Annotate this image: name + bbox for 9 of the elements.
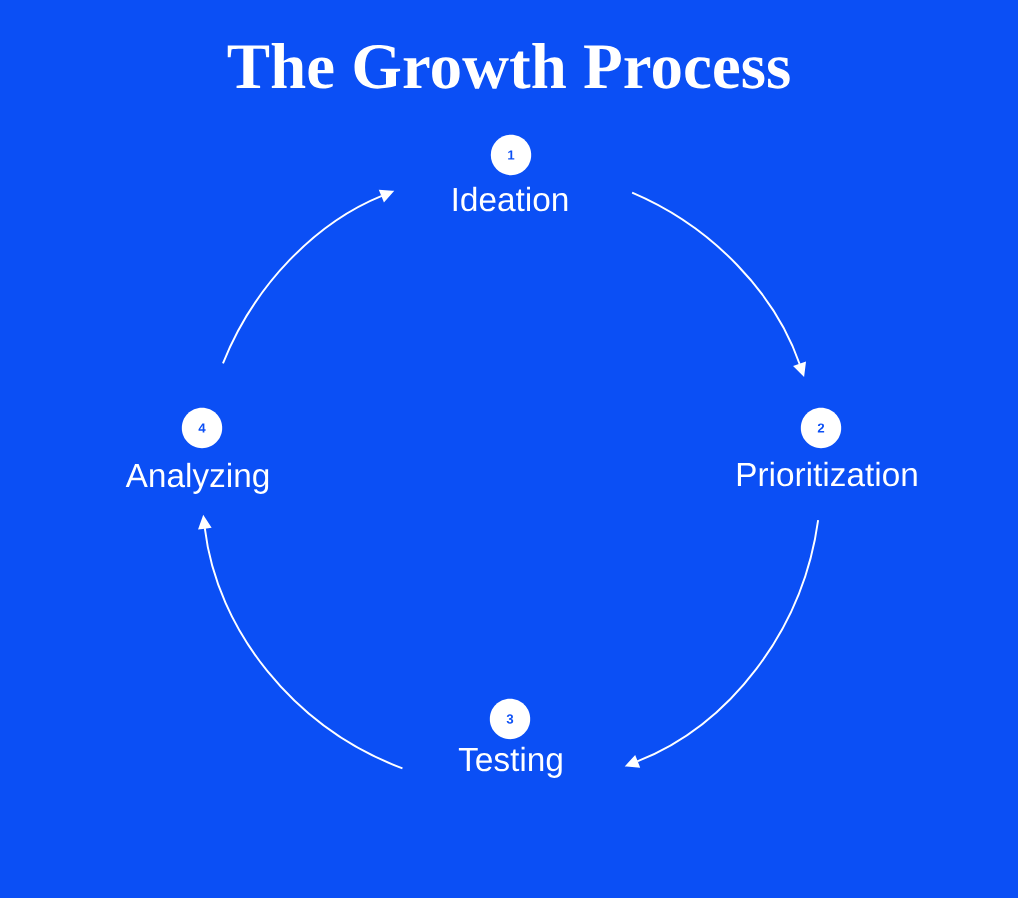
number-badge: 2 xyxy=(800,407,842,449)
title: The Growth Process xyxy=(227,42,790,89)
number-badge: 4 xyxy=(181,407,223,449)
step-label: Testing xyxy=(458,746,562,778)
step-label: Ideation xyxy=(453,186,568,212)
number-badge: 3 xyxy=(489,698,531,740)
step-label: Analyzing xyxy=(125,462,269,494)
number-badge: 1 xyxy=(490,134,532,176)
step-label: Prioritization xyxy=(737,461,917,487)
